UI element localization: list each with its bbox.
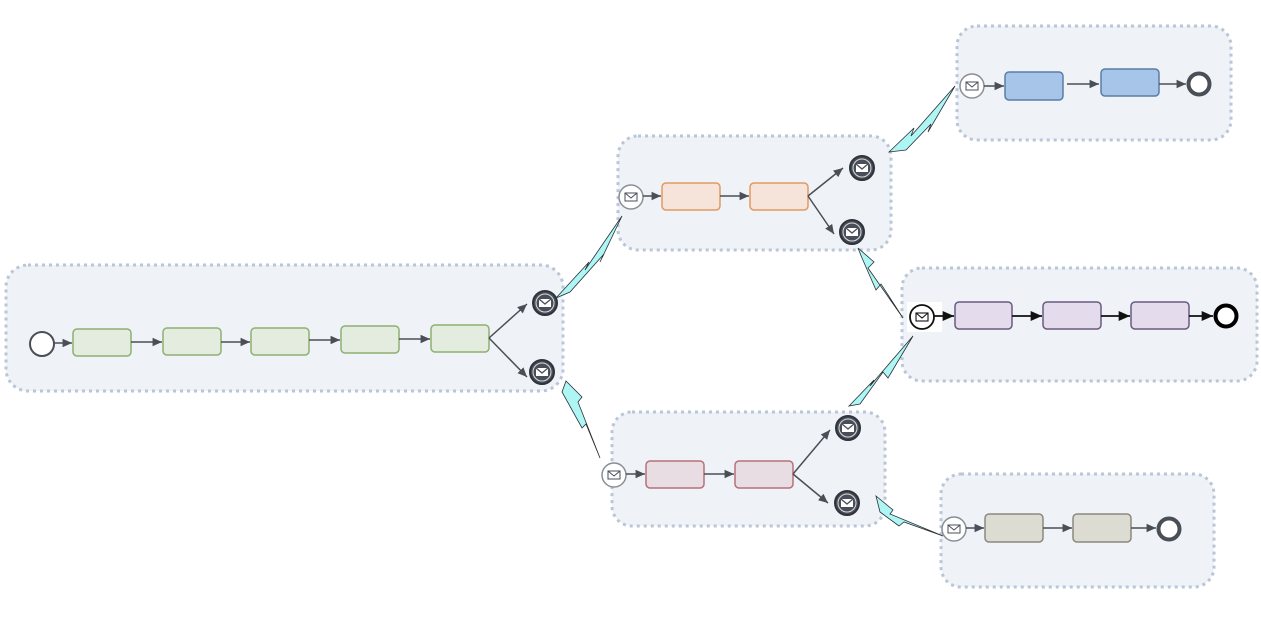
envelope-start-event-icon[interactable] <box>601 462 627 488</box>
task-e3[interactable] <box>1130 301 1190 330</box>
message-flow-bolt <box>875 494 944 537</box>
sequence-flow <box>488 303 528 339</box>
pool-a-content <box>29 290 558 385</box>
sequence-flow <box>792 473 829 504</box>
sequence-flow <box>792 429 831 475</box>
task-f2[interactable] <box>1072 513 1132 543</box>
envelope-end-event-icon[interactable] <box>835 415 861 441</box>
task-e2[interactable] <box>1042 301 1102 330</box>
envelope-end-event-icon[interactable] <box>532 290 558 316</box>
end-event-icon[interactable] <box>1156 516 1182 542</box>
envelope-start-event-icon[interactable] <box>618 184 644 210</box>
message-flow-bolt <box>847 335 914 407</box>
task-a3[interactable] <box>250 327 310 356</box>
pool-c-content <box>601 415 861 516</box>
task-c2[interactable] <box>734 460 794 489</box>
pool-d-content <box>959 68 1212 101</box>
sequence-flow <box>807 195 835 235</box>
task-a1[interactable] <box>72 328 132 357</box>
envelope-start-event-icon[interactable] <box>941 516 967 542</box>
envelope-start-event-icon[interactable] <box>959 73 985 99</box>
envelope-end-event-icon[interactable] <box>529 359 555 385</box>
message-flows <box>555 85 956 537</box>
sequence-flow <box>807 167 844 197</box>
task-a5[interactable] <box>430 324 490 353</box>
task-e1[interactable] <box>954 301 1013 330</box>
message-flow-bolt <box>561 380 601 459</box>
task-f1[interactable] <box>984 513 1044 543</box>
envelope-end-event-icon[interactable] <box>849 155 875 181</box>
task-a4[interactable] <box>340 325 400 354</box>
task-c1[interactable] <box>645 460 705 489</box>
task-d2[interactable] <box>1100 68 1160 97</box>
pool-f-content <box>941 513 1182 543</box>
task-b2[interactable] <box>749 182 809 211</box>
task-a2[interactable] <box>162 327 222 356</box>
end-event-icon[interactable] <box>1186 71 1212 97</box>
message-flow-bolt <box>555 215 623 299</box>
sequence-flow <box>488 337 528 378</box>
envelope-end-event-icon[interactable] <box>839 219 865 245</box>
end-event-icon[interactable] <box>1213 303 1239 329</box>
task-d1[interactable] <box>1004 71 1064 101</box>
message-flow-bolt <box>887 85 956 153</box>
task-b1[interactable] <box>661 182 721 211</box>
envelope-end-event-icon[interactable] <box>834 490 860 516</box>
circle-start-event-icon[interactable] <box>29 331 55 357</box>
pool-b-content <box>618 155 875 245</box>
message-flow-bolt <box>857 247 904 319</box>
envelope-start-event-icon[interactable] <box>909 304 935 330</box>
pool-e-content <box>907 301 1239 332</box>
